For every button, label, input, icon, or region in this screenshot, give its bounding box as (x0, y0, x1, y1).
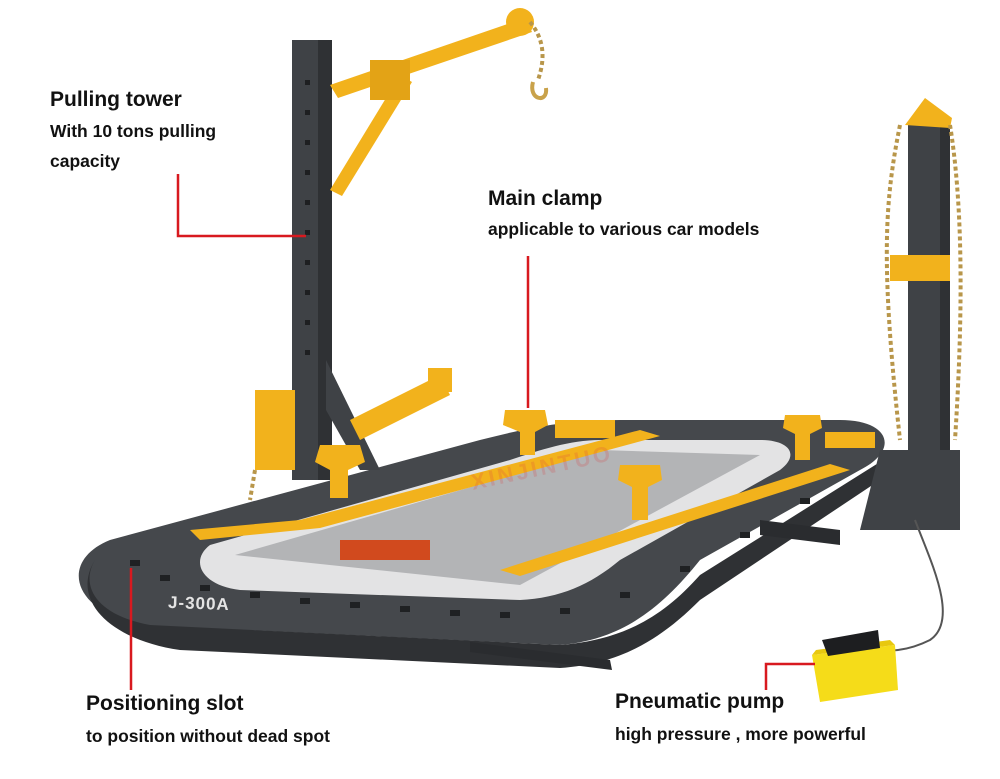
leader-line-pneumatic-pump (764, 662, 815, 690)
callout-desc: high pressure , more powerful (615, 724, 866, 744)
callout-desc: applicable to various car models (488, 219, 760, 239)
model-label: J-300A (167, 592, 231, 615)
callout-positioning-slot: Positioning slot to position without dea… (86, 691, 330, 751)
pneumatic-pump (812, 630, 898, 702)
callout-title: Main clamp (488, 187, 603, 210)
callout-desc: to position without dead spot (86, 726, 330, 746)
callout-title: Positioning slot (86, 692, 244, 715)
callout-pulling-tower: Pulling tower With 10 tons pulling capac… (50, 87, 216, 176)
main-clamps (315, 410, 875, 520)
callout-desc: capacity (50, 151, 121, 171)
leader-lines (129, 174, 815, 690)
callout-desc: With 10 tons pulling (50, 121, 217, 141)
pulling-tower (248, 8, 549, 501)
right-tower (859, 98, 963, 652)
callout-main-clamp: Main clamp applicable to various car mod… (488, 186, 759, 244)
frame-platform (78, 420, 885, 670)
callout-title: Pulling tower (50, 88, 182, 111)
callout-pneumatic-pump: Pneumatic pump high pressure , more powe… (615, 689, 866, 749)
callout-title: Pneumatic pump (615, 690, 785, 713)
leader-line-pulling-tower (176, 174, 306, 238)
